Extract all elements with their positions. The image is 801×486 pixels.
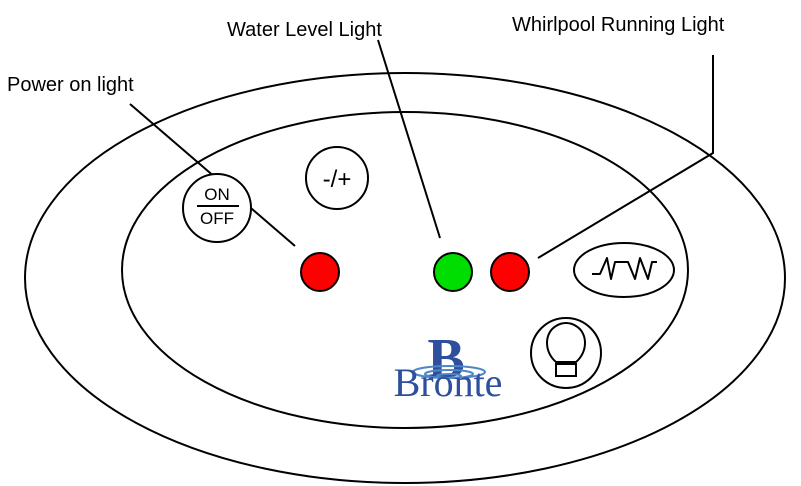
minus-plus-label: -/+ (323, 166, 352, 193)
minus-plus-button-ring (305, 146, 369, 210)
whirlpool-running-light (490, 252, 530, 292)
whirlpool-running-light-label: Whirlpool Running Light (512, 14, 725, 36)
on-label: ON (204, 185, 230, 204)
whirlpool-button[interactable] (573, 242, 675, 298)
water-level-light-leader-line (377, 39, 441, 239)
water-level-light-label: Water Level Light (227, 19, 382, 41)
bronte-logo-letter: B (427, 328, 464, 390)
on-off-button[interactable]: ON OFF (182, 173, 252, 243)
bronte-brand-name: Bronte (394, 360, 503, 405)
light-bulb-icon (546, 322, 586, 377)
on-off-button-ring (182, 173, 252, 243)
bronte-logo: B Bronte (394, 328, 503, 405)
whirlpool-running-light-leader-line (537, 55, 714, 259)
off-label: OFF (200, 209, 234, 228)
water-ripple-icon (412, 365, 486, 379)
power-on-light-label: Power on light (7, 74, 134, 96)
whirlpool-button-ring (573, 242, 675, 298)
water-level-light (433, 252, 473, 292)
whirlpool-wave-icon (592, 257, 657, 280)
power-on-light (300, 252, 340, 292)
light-button[interactable] (530, 317, 602, 389)
minus-plus-button[interactable]: -/+ (305, 146, 369, 210)
